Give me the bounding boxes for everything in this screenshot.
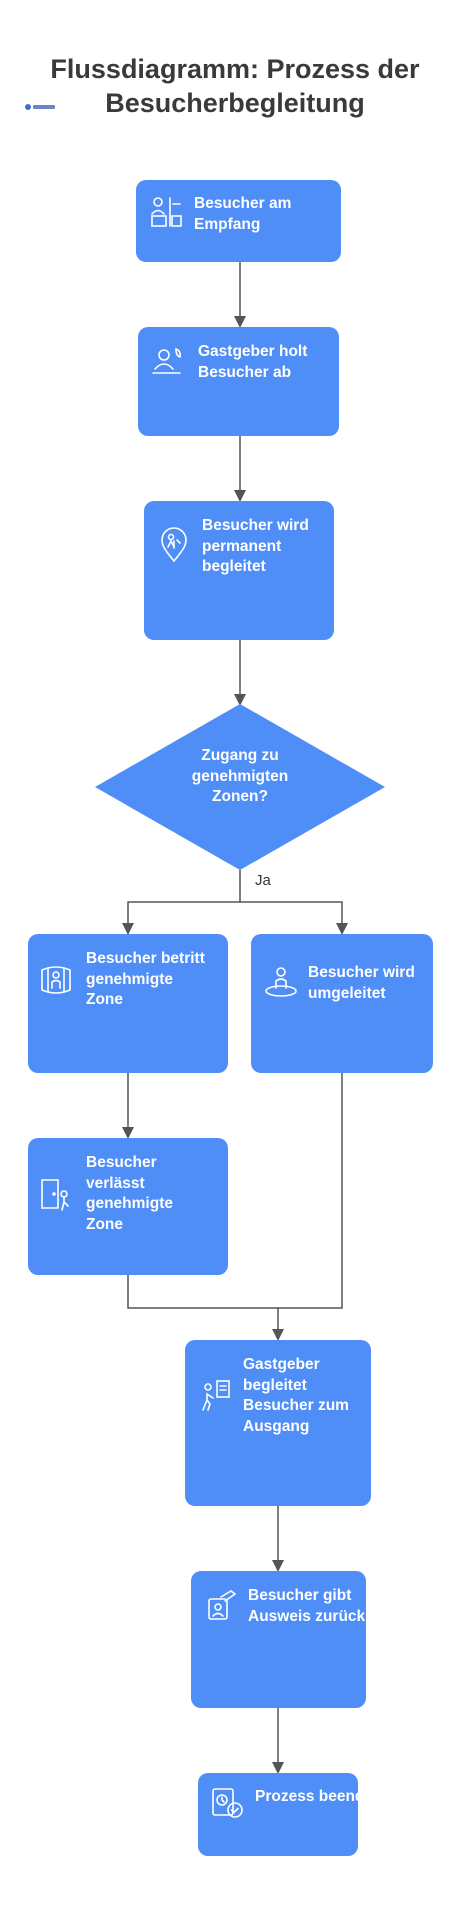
node-gastgeber-holt-besucher-ab: Gastgeber holt Besucher ab [138,327,339,436]
node-besucher-betritt-zone: Besucher betritt genehmigte Zone [28,934,228,1073]
node-besucher-gibt-ausweis-zurueck: Besucher gibt Ausweis zurück [191,1571,366,1708]
escort-exit-icon [202,1380,230,1411]
node-label: Gastgeber begleitet Besucher zum Ausgang [243,1356,349,1435]
zone-enter-icon [41,966,71,994]
node-besucher-am-empfang: Besucher am Empfang [136,180,341,262]
node-gastgeber-begleitet-zum-ausgang: Gastgeber begleitet Besucher zum Ausgang [185,1340,371,1506]
node-besucher-verlaesst-zone: Besucher verlässt genehmigte Zone [28,1138,228,1275]
logo-icon [25,104,55,110]
node-besucher-wird-umgeleitet: Besucher wird umgeleitet [251,934,433,1073]
edge-umgeleitet-merge [278,1073,343,1309]
node-prozess-beendet: Prozess beendet [198,1773,358,1856]
node-label: Prozess beendet [255,1788,358,1805]
edge-verlaesst-merge [127,1275,284,1341]
node-label: Besucher gibt Ausweis zurück [248,1587,366,1625]
node-label: Gastgeber holt Besucher ab [198,343,308,381]
edge-zugang-split [122,870,241,935]
node-label: Besucher am Empfang [194,195,292,233]
edge-zugang-umgeleitet [240,901,348,935]
reception-icon [151,197,182,227]
decision-zugang-label: Zugang zu genehmigten Zonen? [191,747,289,805]
node-label: Besucher wird umgeleitet [308,964,415,1002]
host-greeting-icon [152,347,181,374]
location-person-icon [161,527,187,563]
node-label: Besucher betritt genehmigte Zone [86,950,205,1008]
node-label: Besucher wird permanent begleitet [202,517,309,575]
edge-label-ja: Ja [255,872,271,889]
badge-return-icon [208,1590,237,1620]
node-label: Besucher verlässt genehmigte Zone [86,1154,173,1233]
clock-check-icon [212,1788,243,1818]
decision-zugang-diamond [95,704,385,870]
page-title: Flussdiagramm: Prozess der Besucherbegle… [50,54,420,118]
redirect-person-icon [265,967,297,997]
node-besucher-wird-permanent-begleitet: Besucher wird permanent begleitet [144,501,334,640]
exit-door-icon [41,1179,69,1211]
